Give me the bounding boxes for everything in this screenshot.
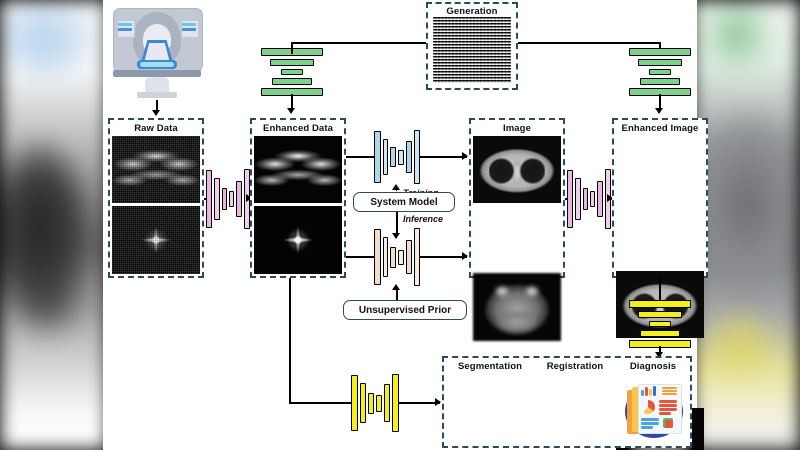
arrow-greennet-to-enhanced-image bbox=[655, 108, 663, 114]
inference-reconstruction-network bbox=[374, 226, 420, 288]
arrow-to-enhanced-data bbox=[246, 194, 252, 202]
panel-title-raw-data: Raw Data bbox=[134, 123, 178, 134]
line-greennet-left-down bbox=[291, 94, 293, 110]
panel-enhanced-image: Enhanced Image bbox=[612, 118, 708, 278]
generative-prior-network-right bbox=[628, 48, 692, 97]
tile-raw-sinogram bbox=[112, 136, 200, 203]
system-model-box[interactable]: System Model bbox=[353, 192, 455, 212]
task-label-diagnosis: Diagnosis bbox=[629, 361, 677, 372]
mri-ct-scanner-icon bbox=[111, 2, 203, 102]
task-label-registration: Registration bbox=[546, 361, 604, 372]
line-yellownet-to-tasks-panel bbox=[398, 402, 440, 404]
edge-label-inference: Inference bbox=[403, 214, 444, 224]
arrow-to-image-mri bbox=[462, 252, 468, 260]
tile-image-mri bbox=[473, 273, 561, 341]
diagram-canvas: Raw Data bbox=[103, 0, 708, 450]
line-generation-bus-left bbox=[291, 42, 429, 44]
tile-enhanced-sinogram bbox=[254, 136, 342, 203]
arrow-prior-up bbox=[392, 284, 400, 290]
arrow-scanner-to-rawdata bbox=[152, 110, 160, 116]
generative-prior-network-left bbox=[260, 48, 324, 97]
line-enhimage-to-yellownet bbox=[659, 278, 661, 300]
arrow-training-up bbox=[392, 184, 400, 190]
line-enhdata-to-inferencenet bbox=[346, 256, 376, 258]
line-greennet-right-down bbox=[659, 94, 661, 110]
diagnosis-report-icon bbox=[621, 376, 687, 442]
panel-title-enhanced-data: Enhanced Data bbox=[263, 123, 333, 134]
arrow-inference-down bbox=[392, 233, 400, 239]
unsupervised-prior-box[interactable]: Unsupervised Prior bbox=[343, 300, 467, 320]
tile-generation-noise bbox=[433, 17, 511, 83]
line-enhdata-to-trainingnet bbox=[346, 156, 376, 158]
tile-enhanced-kspace bbox=[254, 206, 342, 274]
line-prior-up bbox=[396, 288, 398, 302]
line-trainingnet-to-image bbox=[419, 156, 467, 158]
task-label-segmentation: Segmentation bbox=[457, 361, 522, 372]
tile-raw-kspace bbox=[112, 206, 200, 274]
blurred-right-letterbox bbox=[692, 0, 800, 450]
line-inferencenet-to-image bbox=[419, 256, 467, 258]
arrow-greennet-to-enhanced-data bbox=[287, 108, 295, 114]
arrow-to-tasks-panel bbox=[435, 398, 441, 406]
training-reconstruction-network bbox=[374, 128, 420, 186]
arrow-to-enhanced-image bbox=[607, 194, 613, 202]
unsupervised-prior-label: Unsupervised Prior bbox=[358, 304, 452, 316]
data-enhancement-network bbox=[206, 166, 250, 232]
blurred-left-letterbox bbox=[0, 0, 108, 450]
panel-title-enhanced-image: Enhanced Image bbox=[621, 123, 699, 134]
arrow-yellownet-to-tasks bbox=[655, 352, 663, 358]
tile-image-ct bbox=[473, 136, 561, 203]
line-generation-bus-right bbox=[518, 42, 660, 44]
line-enhdata-down-to-bottom bbox=[289, 278, 291, 403]
image-enhancement-network bbox=[567, 166, 611, 232]
downstream-task-network-yellow bbox=[351, 372, 399, 434]
system-model-label: System Model bbox=[370, 196, 438, 208]
panel-title-image: Image bbox=[503, 123, 531, 134]
line-scanner-to-rawdata bbox=[156, 100, 158, 112]
line-generation-to-greennet-left bbox=[291, 42, 293, 54]
line-bottom-to-yellownet bbox=[289, 402, 353, 404]
arrow-to-image-ct bbox=[462, 152, 468, 160]
analysis-network-yellow-vertical bbox=[628, 300, 692, 349]
panel-title-generation: Generation bbox=[446, 6, 498, 17]
line-inference-down bbox=[396, 212, 398, 236]
